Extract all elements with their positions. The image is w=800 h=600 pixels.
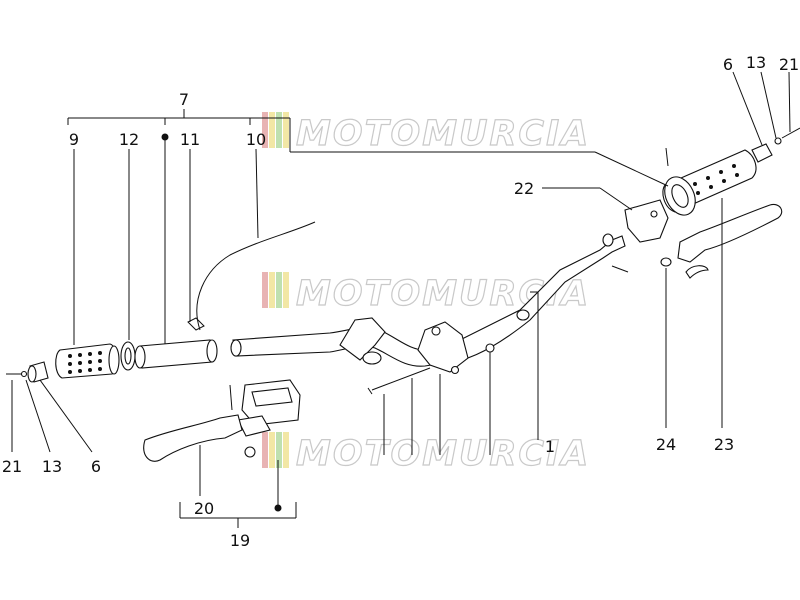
handlebar-tube (230, 233, 626, 367)
label-1: 1 (545, 437, 555, 456)
label-6-left: 6 (91, 457, 101, 476)
left-master-cylinder (229, 379, 301, 458)
label-11: 11 (180, 130, 200, 149)
throttle-cable (187, 221, 316, 331)
part-labels: 7 9 12 11 10 6 13 21 22 1 24 23 21 13 6 … (2, 53, 799, 550)
label-7: 7 (179, 90, 189, 109)
watermark-top: MOTOMURCIA (262, 112, 590, 155)
watermark-bottom: MOTOMURCIA (262, 432, 590, 475)
right-brake-lever (677, 203, 783, 263)
label-9: 9 (69, 130, 79, 149)
watermark-text: MOTOMURCIA (296, 434, 590, 474)
left-brake-lever (143, 414, 243, 462)
label-13-right: 13 (746, 53, 766, 72)
label-22: 22 (514, 179, 534, 198)
right-grip (662, 149, 757, 216)
label-21-right: 21 (779, 55, 799, 74)
right-bolt (611, 147, 669, 273)
watermark-text: MOTOMURCIA (296, 114, 590, 154)
label-19: 19 (230, 531, 250, 550)
label-13-left: 13 (42, 457, 62, 476)
left-bar-end (6, 361, 49, 383)
right-lever-clamp (624, 199, 669, 243)
right-bar-end (751, 127, 800, 163)
label-6-right: 6 (723, 55, 733, 74)
label-10: 10 (246, 130, 266, 149)
label-23: 23 (714, 435, 734, 454)
nut-washer (660, 257, 709, 279)
label-21-left: 21 (2, 457, 22, 476)
throttle-tube (134, 339, 218, 369)
label-20: 20 (194, 499, 214, 518)
center-clamp (367, 321, 495, 395)
leader-lines (11, 71, 791, 528)
label-24: 24 (656, 435, 676, 454)
left-grip-ring (120, 341, 136, 371)
label-12: 12 (119, 130, 139, 149)
left-grip (55, 343, 120, 379)
